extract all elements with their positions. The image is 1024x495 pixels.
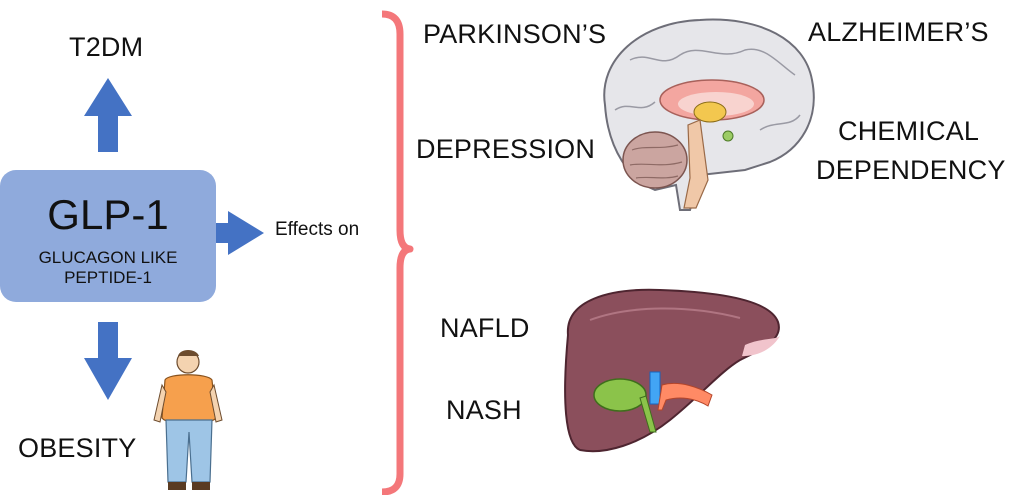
alzheimers-label: ALZHEIMER’S: [808, 17, 989, 47]
bracket-icon: [381, 10, 414, 495]
depression-label: DEPRESSION: [416, 134, 596, 164]
glp1-subtitle-line1: GLUCAGON LIKE: [38, 248, 178, 267]
glp1-title: GLP-1: [47, 191, 169, 238]
glp1-subtitle: GLUCAGON LIKE PEPTIDE-1: [0, 248, 216, 288]
dependency-label: DEPENDENCY: [816, 155, 1006, 185]
nash-label: NASH: [446, 395, 522, 425]
glp1-subtitle-line2: PEPTIDE-1: [64, 268, 152, 287]
parkinsons-label: PARKINSON’S: [423, 19, 607, 49]
arrow-up-icon: [84, 78, 132, 152]
arrow-down-icon: [84, 322, 132, 400]
effects-label: Effects on: [275, 219, 360, 240]
glp1-box: GLP-1 GLUCAGON LIKE PEPTIDE-1: [0, 170, 216, 302]
person-icon: [153, 350, 223, 490]
arrow-right-icon: [200, 211, 264, 255]
chemical-label: CHEMICAL: [838, 116, 980, 146]
liver-icon: [564, 288, 780, 453]
t2dm-label: T2DM: [69, 32, 144, 62]
brain-icon: [603, 18, 815, 211]
nafld-label: NAFLD: [440, 313, 530, 343]
obesity-label: OBESITY: [18, 433, 137, 463]
